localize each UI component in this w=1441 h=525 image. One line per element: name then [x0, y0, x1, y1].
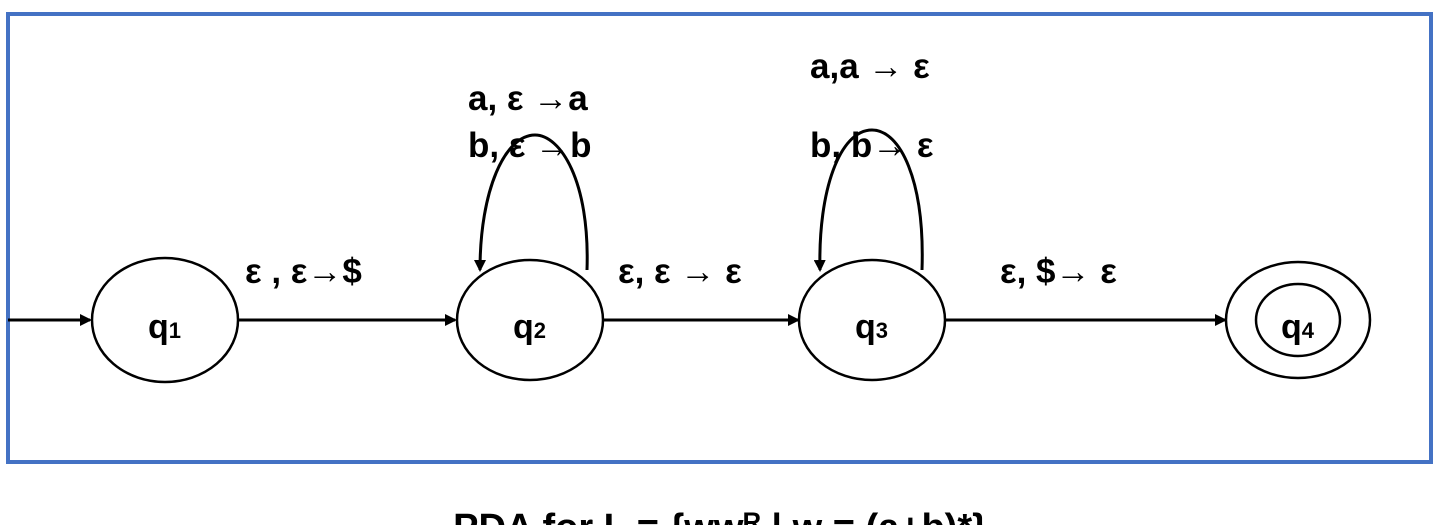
svg-text:q1: q1 [148, 308, 181, 346]
label-q2-loop-a: a, ε →a [468, 79, 588, 118]
label-q1-q2: ε , ε→$ [245, 252, 362, 291]
label-q3-loop-a: a,a → ε [810, 47, 930, 86]
label-q2-loop-b: b, ε →b [468, 126, 592, 165]
state-label: q [513, 308, 534, 346]
svg-text:q3: q3 [855, 308, 888, 346]
svg-text:q4: q4 [1281, 308, 1315, 346]
state-q4-accepting: q4 [1224, 260, 1372, 380]
state-q1: q1 [90, 256, 240, 384]
svg-text:q2: q2 [513, 308, 546, 346]
self-loop-q3 [813, 128, 924, 272]
state-label: q [855, 308, 876, 346]
state-q2: q2 [455, 258, 605, 382]
state-q3: q3 [797, 258, 947, 382]
caption: PDA for L = {wwᴿ | w = (a+b)*} [453, 507, 987, 525]
diagram-frame [6, 12, 1433, 464]
label-q3-q4: ε, $→ ε [1000, 252, 1117, 291]
self-loop-q2 [474, 133, 589, 272]
state-label: q [1281, 308, 1302, 346]
label-q3-loop-b: b, b→ ε [810, 126, 934, 165]
state-label: q [148, 308, 169, 346]
label-q2-q3: ε, ε → ε [618, 252, 742, 291]
